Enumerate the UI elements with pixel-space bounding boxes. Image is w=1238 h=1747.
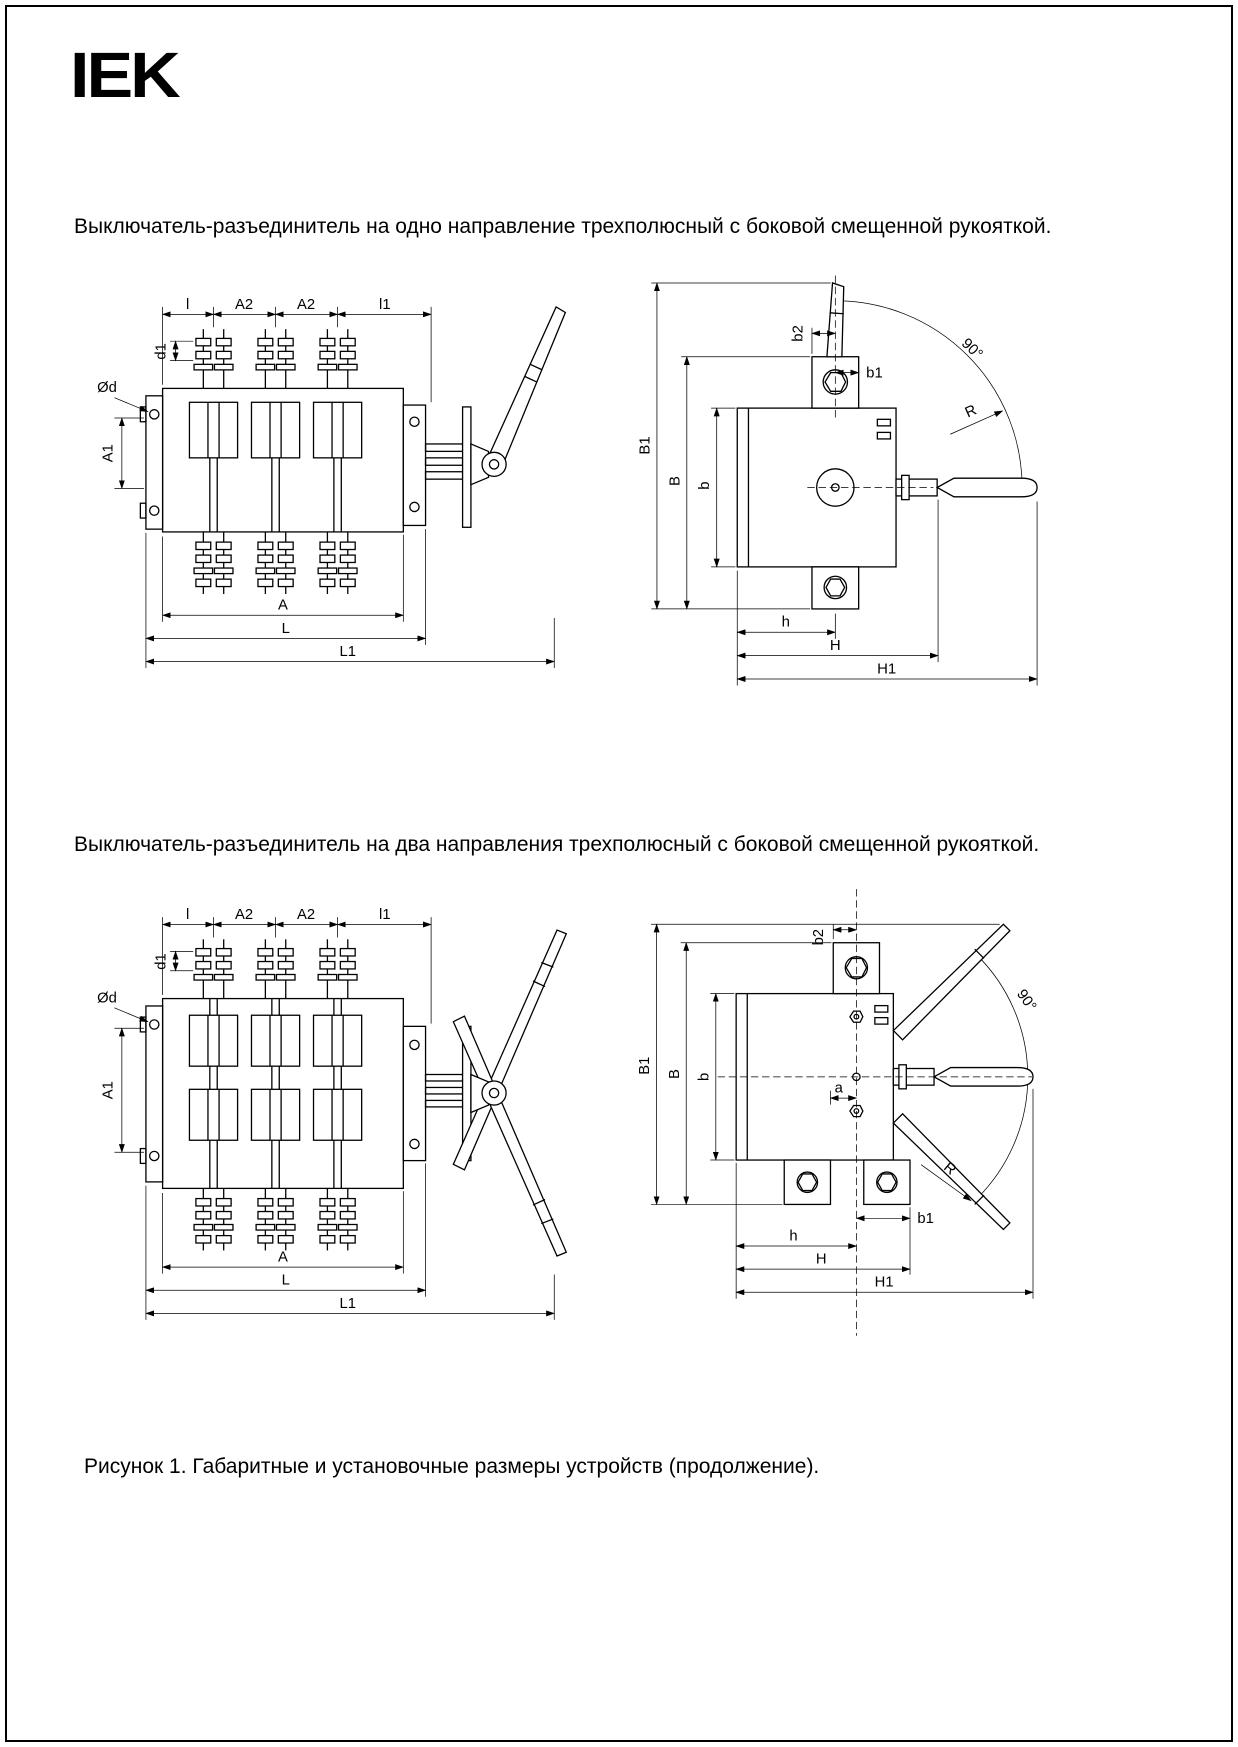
side-body xyxy=(735,942,911,1206)
side-view-drawing-2: 90° R B1 B b b2 xyxy=(637,889,1039,1336)
dim-label-a2-left: A2 xyxy=(235,297,253,313)
dim-label-b1-offset: b1 xyxy=(866,364,883,381)
dim-label-h1: H1 xyxy=(877,660,896,677)
dim-label-h-cap: H xyxy=(830,637,841,654)
section-2-title: Выключатель-разъединитель на два направл… xyxy=(74,833,1040,856)
dims-bottom: A L L1 xyxy=(145,529,555,669)
dim-label-b1-height: B1 xyxy=(637,1057,653,1075)
dim-label-h1: H1 xyxy=(875,1275,894,1291)
handle-up-diagonal xyxy=(892,923,1011,1041)
page-border xyxy=(5,5,1233,1742)
dim-label-b1-offset: b1 xyxy=(917,1211,933,1227)
pole-2 xyxy=(250,329,301,594)
front-view-drawing-1: l A2 A2 l1 d1 Ød A1 A xyxy=(97,297,567,669)
dims-bottom: h H H1 xyxy=(736,499,1038,686)
dim-label-b2: b2 xyxy=(790,325,807,342)
dim-label-b-small: b xyxy=(696,481,713,489)
dim-label-b-height: B xyxy=(667,1069,683,1079)
pole-3 xyxy=(312,329,363,594)
dim-label-od: Ød xyxy=(97,990,117,1006)
dim-label-b1-height: B1 xyxy=(636,436,653,454)
pole-3 xyxy=(312,939,363,1251)
dim-label-d1: d1 xyxy=(153,953,169,969)
dim-label-a: A xyxy=(278,598,288,614)
handle-cross-levers xyxy=(452,929,568,1257)
drawings-row-1: l A2 A2 l1 d1 Ød A1 A xyxy=(70,268,1055,707)
side-body xyxy=(736,356,897,610)
dim-label-b2: b2 xyxy=(811,929,827,945)
figure-caption: Рисунок 1. Габаритные и установочные раз… xyxy=(84,1455,820,1478)
dims-left: d1 Ød A1 xyxy=(97,340,194,490)
dim-label-b-height: B xyxy=(666,476,683,486)
dims-bottom: A L L1 xyxy=(145,1163,555,1320)
dims-bottom: b1 h H H1 xyxy=(735,1088,1034,1299)
handle-up xyxy=(826,282,845,358)
dim-label-d1: d1 xyxy=(153,343,169,359)
dim-label-angle: 90° xyxy=(958,335,986,363)
dim-label-b-small: b xyxy=(696,1073,712,1081)
handle-lever xyxy=(481,305,567,478)
dim-label-l1: l1 xyxy=(379,297,391,313)
dim-label-h: h xyxy=(782,614,790,631)
dims-left: B1 B b xyxy=(636,282,831,610)
dim-label-l: l xyxy=(186,297,189,313)
dims-rotation: 90° R xyxy=(950,335,1004,435)
dim-label-len-l1: L1 xyxy=(340,644,356,660)
dim-label-r: R xyxy=(962,401,979,421)
dim-label-l1: l1 xyxy=(379,907,391,923)
dim-label-od: Ød xyxy=(97,380,117,396)
section-1-title: Выключатель-разъединитель на одно направ… xyxy=(74,215,1052,238)
dim-label-h-cap: H xyxy=(816,1252,827,1268)
side-view-drawing-1: 90° R B1 B b b2 xyxy=(636,275,1038,686)
pole-1 xyxy=(188,329,239,594)
dim-label-a1: A1 xyxy=(101,1081,117,1099)
dims-rotation: 90° R xyxy=(920,987,1039,1202)
handle-horizontal xyxy=(895,474,1038,501)
pole-1 xyxy=(188,939,239,1251)
dim-label-len-l: L xyxy=(282,621,290,637)
dim-label-h: h xyxy=(789,1229,797,1245)
dim-label-a2-left: A2 xyxy=(235,907,253,923)
dim-label-a-offset: a xyxy=(835,1081,844,1097)
dims-center: a xyxy=(829,1081,858,1105)
dim-label-a2-right: A2 xyxy=(297,907,315,923)
rotation-arc xyxy=(835,300,1023,488)
dim-label-len-l: L xyxy=(282,1273,290,1289)
dims-left: B1 B b xyxy=(637,923,1000,1206)
dim-label-angle: 90° xyxy=(1013,987,1039,1015)
dim-label-len-l1: L1 xyxy=(340,1296,356,1312)
dims-top: l A2 A2 l1 xyxy=(161,907,432,1024)
dim-label-l: l xyxy=(186,907,189,923)
dims-left: d1 Ød A1 xyxy=(97,950,194,1154)
front-view-drawing-2: l A2 A2 l1 d1 Ød A1 A xyxy=(97,907,568,1320)
dim-label-a: A xyxy=(278,1250,288,1266)
drawings-row-2: l A2 A2 l1 d1 Ød A1 A xyxy=(70,878,1060,1346)
dims-top: b2 xyxy=(811,924,858,945)
dim-label-a2-right: A2 xyxy=(297,297,315,313)
dims-top: l A2 A2 l1 xyxy=(161,297,432,403)
dims-top: b2 b1 xyxy=(790,325,883,381)
iek-logo: IEK xyxy=(70,38,181,111)
pole-2 xyxy=(250,939,301,1251)
dim-label-a1: A1 xyxy=(101,444,117,462)
